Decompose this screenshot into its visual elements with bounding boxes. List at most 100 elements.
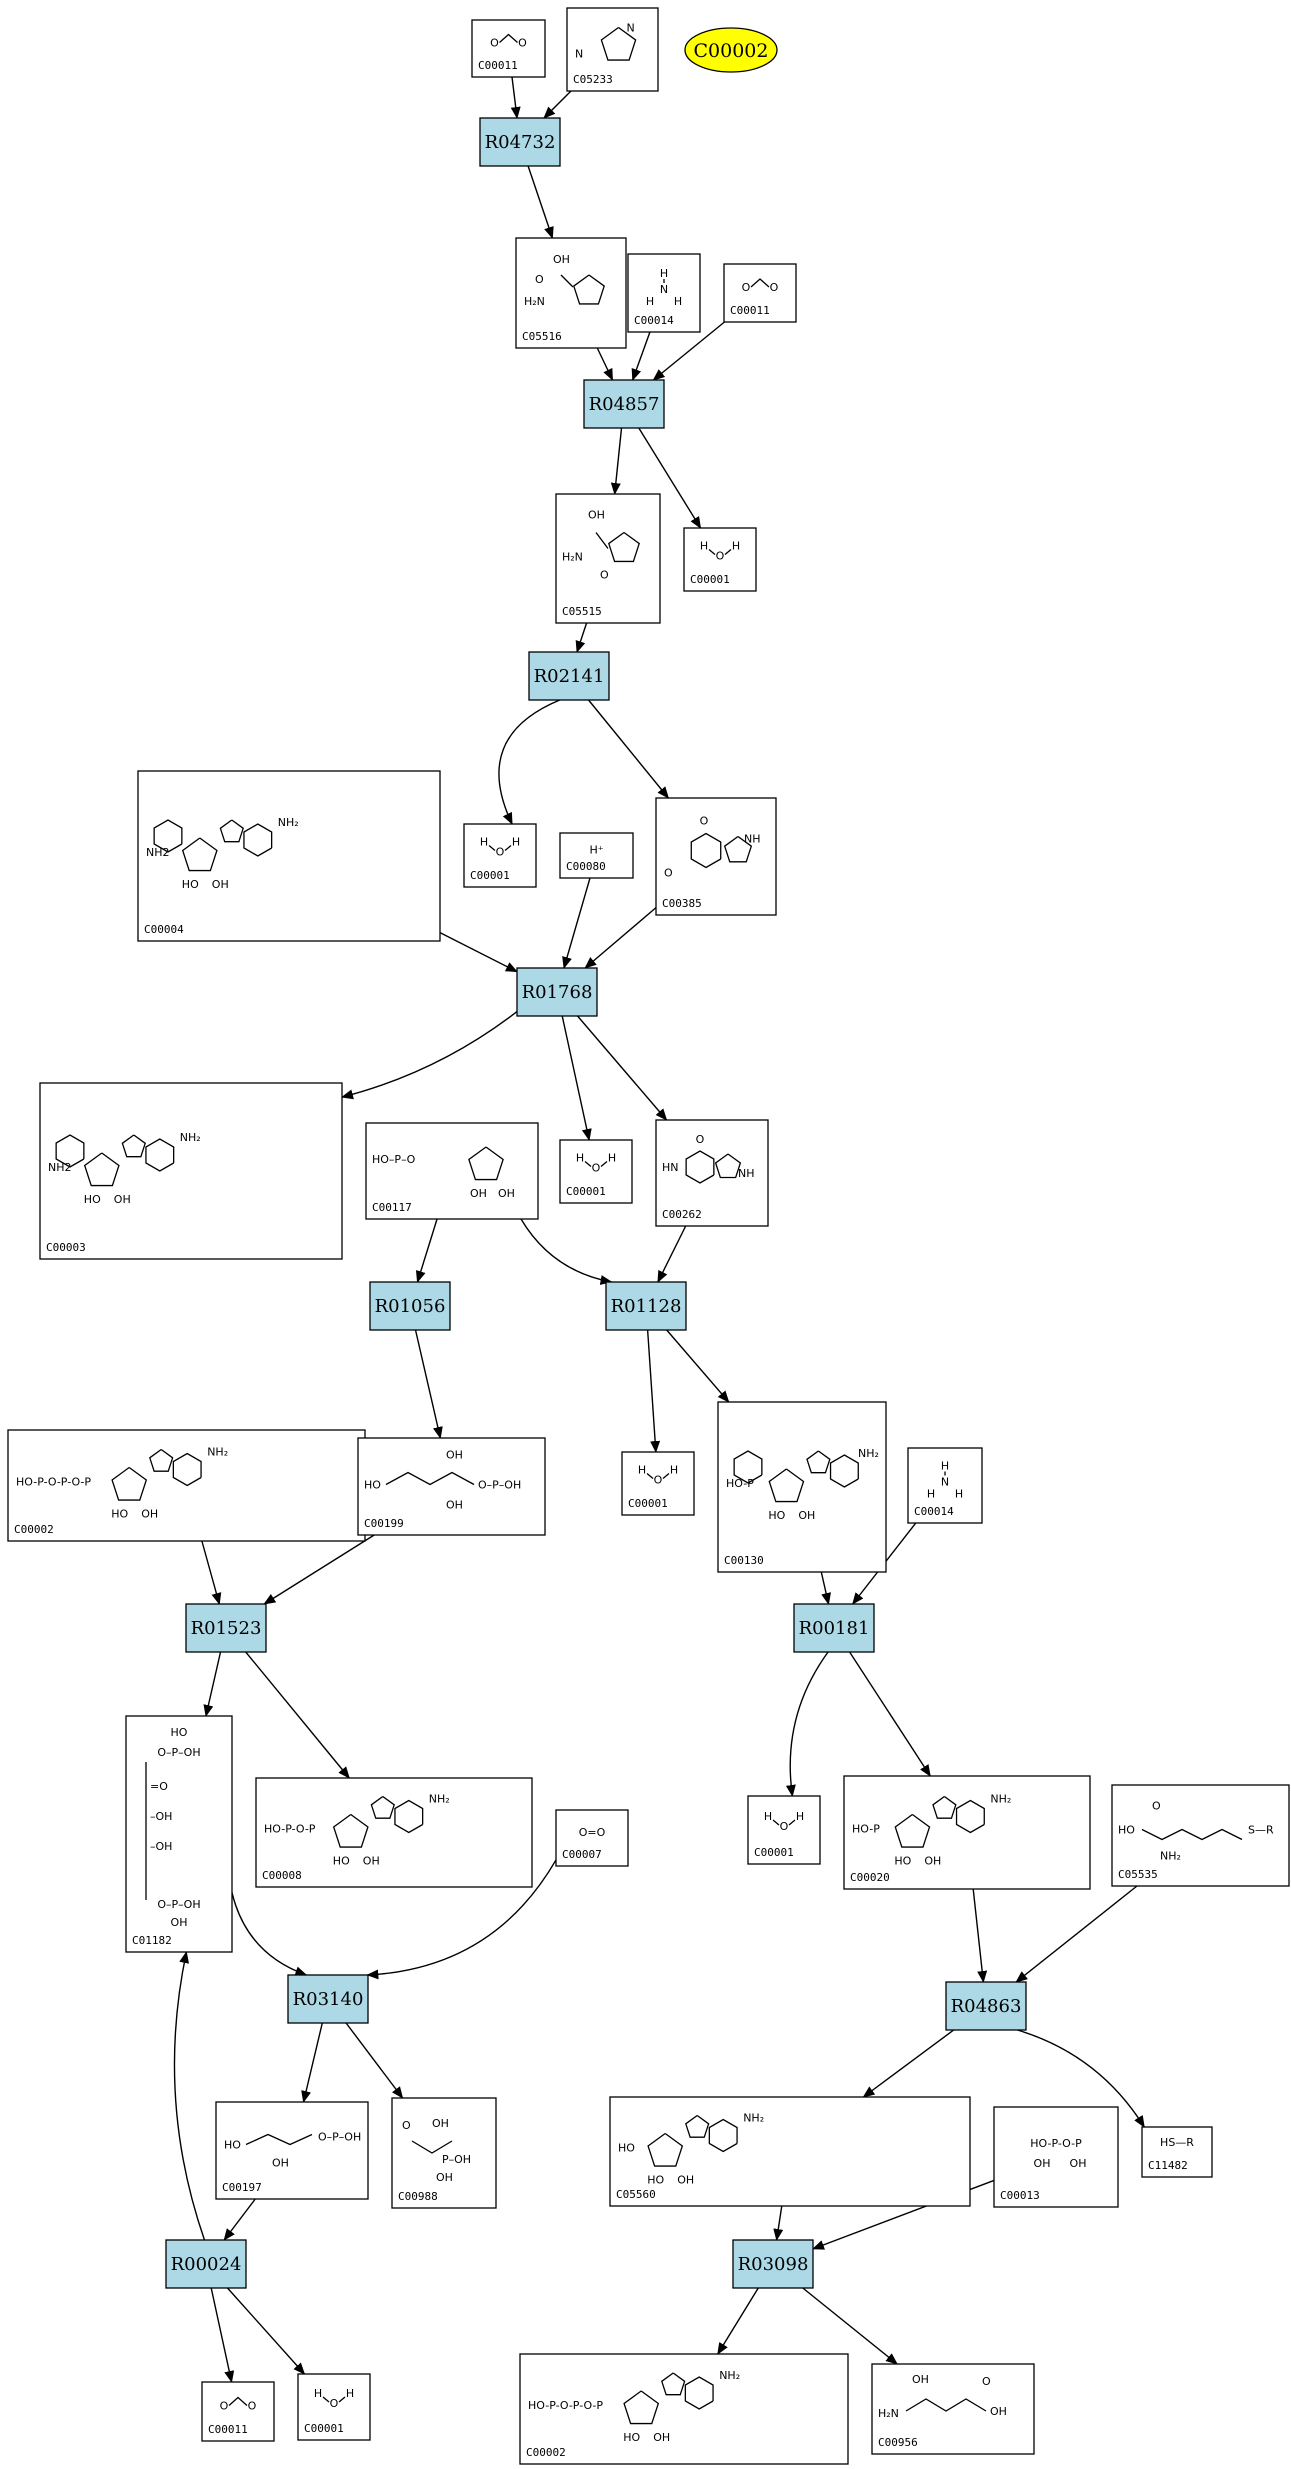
reaction-label: R03140 [293, 1989, 364, 2010]
compound-id: C00262 [662, 1208, 702, 1221]
edge-arrow [584, 907, 657, 969]
badge-label: C00002 [694, 40, 769, 62]
legend-badge[interactable]: C00002 [684, 27, 778, 73]
compound-node[interactable]: H⁺C00080 [559, 832, 634, 879]
compound-box [125, 1715, 233, 1953]
svg-text:HO-P: HO-P [852, 1823, 880, 1836]
svg-text:HO: HO [224, 2139, 241, 2152]
edge-arrow [341, 1011, 518, 1100]
svg-text:NH₂: NH₂ [719, 2369, 740, 2382]
compound-id: C05233 [573, 73, 613, 86]
edge-arrow [1015, 1885, 1138, 1983]
edge-arrow [263, 1534, 375, 1605]
compound-id: C00011 [730, 304, 770, 317]
compound-id: C00385 [662, 897, 702, 910]
svg-text:OH: OH [553, 253, 570, 266]
reaction-box [287, 1974, 369, 2024]
compound-id: C00001 [690, 573, 730, 586]
reaction-node[interactable]: R01523 [185, 1603, 267, 1653]
reaction-node[interactable]: R01768 [516, 967, 598, 1017]
svg-text:O: O [496, 846, 505, 859]
svg-text:H: H [314, 2387, 322, 2400]
edge-arrow [201, 1540, 222, 1605]
reaction-node[interactable]: R02141 [528, 651, 610, 701]
svg-text:H₂N: H₂N [562, 551, 583, 564]
edge-arrow [785, 1651, 829, 1797]
svg-text:H: H [927, 1488, 935, 1501]
reaction-node[interactable]: R01056 [369, 1281, 451, 1331]
compound-id: C00003 [46, 1241, 86, 1254]
reaction-box [516, 967, 598, 1017]
edge-arrow [588, 699, 669, 799]
svg-text:H₂N: H₂N [878, 2407, 899, 2420]
reaction-box [793, 1603, 875, 1653]
svg-text:OH: OH [212, 878, 229, 891]
reaction-node[interactable]: R04732 [479, 117, 561, 167]
svg-text:NH₂: NH₂ [429, 1793, 450, 1806]
reaction-node[interactable]: R00024 [165, 2239, 247, 2289]
compound-box [515, 237, 627, 349]
svg-text:HO-P: HO-P [726, 1477, 754, 1490]
edge-arrow [596, 347, 614, 381]
svg-text:OH: OH [446, 1449, 463, 1462]
reaction-node[interactable]: R03098 [732, 2239, 814, 2289]
edge-arrow [301, 2022, 323, 2103]
reaction-box [945, 1981, 1027, 2031]
compound-id: C00001 [628, 1497, 668, 1510]
reaction-node[interactable]: R01128 [605, 1281, 687, 1331]
svg-text:OH: OH [470, 1187, 487, 1200]
svg-text:O–P–OH: O–P–OH [318, 2131, 361, 2144]
reaction-node[interactable]: R00181 [793, 1603, 875, 1653]
svg-text:HO-P-O-P: HO-P-O-P [1030, 2137, 1082, 2150]
svg-text:H: H [700, 540, 708, 553]
reaction-node[interactable]: R03140 [287, 1974, 369, 2024]
edge-arrow [498, 699, 561, 825]
svg-text:NH₂: NH₂ [743, 2112, 764, 2125]
compound-box [1111, 1784, 1290, 1887]
reaction-label: R02141 [534, 666, 605, 687]
compound-box [655, 797, 777, 916]
reaction-node[interactable]: R04863 [945, 1981, 1027, 2031]
reaction-node[interactable]: R04857 [583, 379, 665, 429]
